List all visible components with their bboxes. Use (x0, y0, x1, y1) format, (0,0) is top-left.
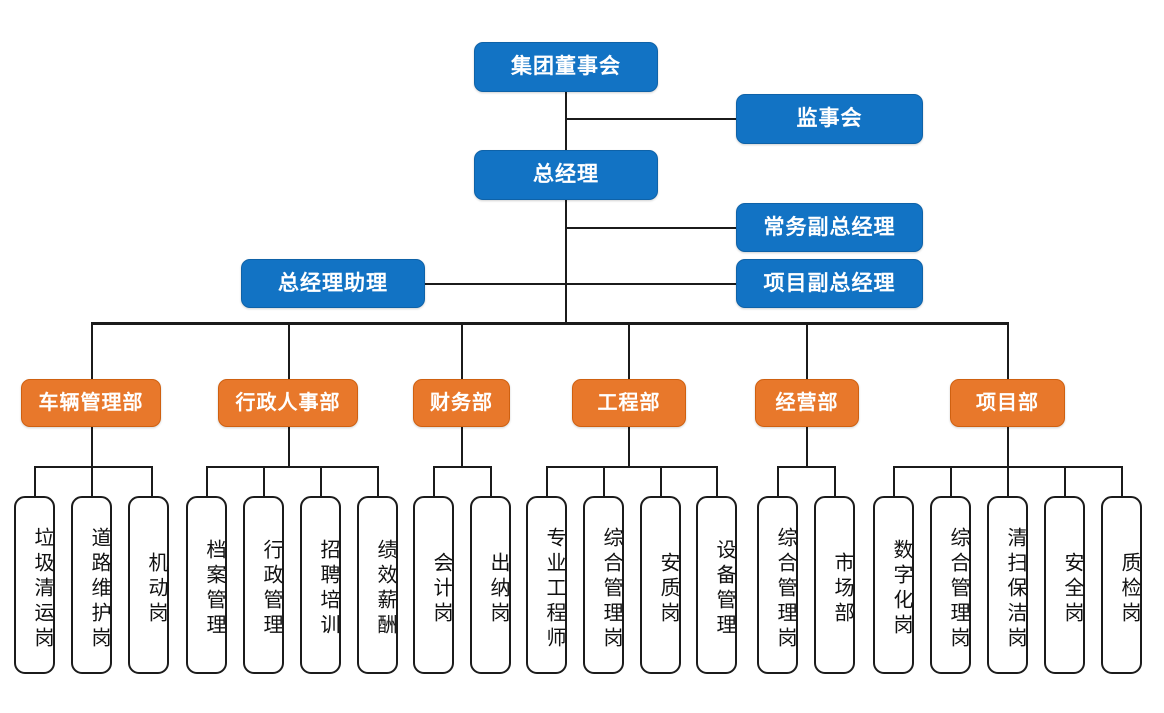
node-position-accounting[interactable]: 会计岗 (413, 496, 454, 674)
node-position-admin-management[interactable]: 行政管理 (243, 496, 284, 674)
department-bus (91, 322, 1008, 325)
node-position-engineering-general-management[interactable]: 综合管理岗 (583, 496, 624, 674)
node-position-equipment-management[interactable]: 设备管理 (696, 496, 737, 674)
connector-leaf-17 (950, 466, 952, 496)
connector-leaf-11 (603, 466, 605, 496)
connector-leaf-5 (263, 466, 265, 496)
connector-bus-to-dept-6 (1007, 322, 1009, 379)
sub-bus-dept-1 (34, 466, 151, 468)
connector-leaf-16 (893, 466, 895, 496)
node-board[interactable]: 集团董事会 (474, 42, 658, 92)
node-position-professional-engineer[interactable]: 专业工程师 (526, 496, 567, 674)
connector-dept-4-down (628, 427, 630, 467)
connector-leaf-7 (377, 466, 379, 496)
node-position-recruitment-training[interactable]: 招聘培训 (300, 496, 341, 674)
connector-dept-5-down (806, 427, 808, 467)
node-position-mobile-unit[interactable]: 机动岗 (128, 496, 169, 674)
node-department-project[interactable]: 项目部 (950, 379, 1065, 427)
node-position-cleaning-sanitation[interactable]: 清扫保洁岗 (987, 496, 1028, 674)
connector-leaf-3 (151, 466, 153, 496)
node-position-digitalization[interactable]: 数字化岗 (873, 496, 914, 674)
connector-bus-to-dept-3 (461, 322, 463, 379)
sub-bus-dept-3 (433, 466, 490, 468)
sub-bus-dept-2 (206, 466, 377, 468)
connector-leaf-8 (433, 466, 435, 496)
connector-leaf-18 (1007, 466, 1009, 496)
connector-leaf-9 (490, 466, 492, 496)
node-supervisory-board[interactable]: 监事会 (736, 94, 923, 144)
connector-board-to-supervisory (565, 118, 737, 120)
connector-leaf-15 (834, 466, 836, 496)
connector-dept-3-down (461, 427, 463, 467)
node-department-engineering[interactable]: 工程部 (572, 379, 686, 427)
connector-board-to-gm (565, 92, 567, 152)
node-position-waste-transport[interactable]: 垃圾清运岗 (14, 496, 55, 674)
node-position-performance-compensation[interactable]: 绩效薪酬 (357, 496, 398, 674)
node-department-admin-hr[interactable]: 行政人事部 (218, 379, 358, 427)
connector-leaf-1 (34, 466, 36, 496)
node-position-quality-inspection[interactable]: 质检岗 (1101, 496, 1142, 674)
connector-leaf-4 (206, 466, 208, 496)
connector-leaf-12 (660, 466, 662, 496)
connector-leaf-20 (1121, 466, 1123, 496)
node-position-safety-quality[interactable]: 安质岗 (640, 496, 681, 674)
connector-leaf-6 (320, 466, 322, 496)
node-position-road-maintenance[interactable]: 道路维护岗 (71, 496, 112, 674)
node-department-operations[interactable]: 经营部 (755, 379, 859, 427)
node-position-operations-general-management[interactable]: 综合管理岗 (757, 496, 798, 674)
connector-leaf-14 (777, 466, 779, 496)
sub-bus-dept-5 (777, 466, 834, 468)
connector-bus-to-dept-4 (628, 322, 630, 379)
node-position-safety[interactable]: 安全岗 (1044, 496, 1085, 674)
connector-leaf-13 (716, 466, 718, 496)
sub-bus-dept-4 (546, 466, 716, 468)
node-position-project-general-management[interactable]: 综合管理岗 (930, 496, 971, 674)
connector-dept-6-down (1007, 427, 1009, 467)
connector-leaf-10 (546, 466, 548, 496)
node-executive-deputy-gm[interactable]: 常务副总经理 (736, 203, 923, 252)
node-department-vehicle-management[interactable]: 车辆管理部 (21, 379, 161, 427)
node-position-marketing[interactable]: 市场部 (814, 496, 855, 674)
connector-bus-to-dept-5 (806, 322, 808, 379)
connector-bus-to-dept-2 (288, 322, 290, 379)
connector-gm-down (565, 199, 567, 323)
node-general-manager[interactable]: 总经理 (474, 150, 658, 200)
connector-leaf-19 (1064, 466, 1066, 496)
connector-dept-1-down (91, 427, 93, 467)
node-project-deputy-gm[interactable]: 项目副总经理 (736, 259, 923, 308)
node-position-cashier[interactable]: 出纳岗 (470, 496, 511, 674)
connector-bus-to-dept-1 (91, 322, 93, 379)
connector-dept-2-down (288, 427, 290, 467)
connector-gm-to-assistant (425, 283, 566, 285)
node-position-archive-management[interactable]: 档案管理 (186, 496, 227, 674)
connector-gm-to-exec-deputy (565, 227, 737, 229)
node-department-finance[interactable]: 财务部 (413, 379, 510, 427)
connector-leaf-2 (91, 466, 93, 496)
connector-gm-to-project-deputy (565, 283, 737, 285)
node-gm-assistant[interactable]: 总经理助理 (241, 259, 425, 308)
